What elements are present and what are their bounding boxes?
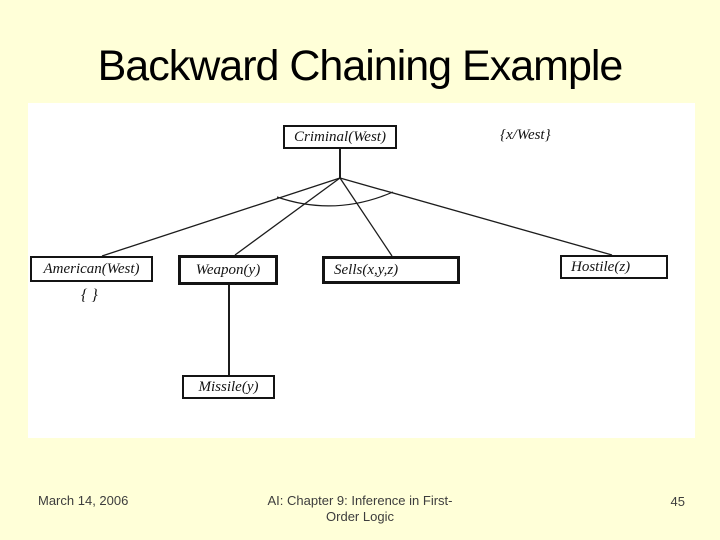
- node-sells-xyz-label: Sells(x,y,z): [334, 261, 399, 278]
- substitution-empty: { }: [81, 287, 98, 304]
- node-hostile-z: Hostile(z): [560, 255, 668, 279]
- node-missile-y: Missile(y): [182, 375, 275, 399]
- node-american-west-label: American(West): [43, 260, 140, 277]
- footer-title: AI: Chapter 9: Inference in First- Order…: [210, 493, 510, 525]
- proof-tree-edges: [101, 149, 613, 375]
- substitution-x-west: {x/West}: [500, 127, 551, 143]
- slide-number: 45: [670, 494, 685, 509]
- edge-junction-to-weapon: [234, 177, 341, 256]
- node-criminal-west: Criminal(West): [283, 125, 397, 149]
- node-sells-xyz: Sells(x,y,z): [322, 256, 460, 284]
- edge-junction-to-hostile: [339, 177, 613, 256]
- diagram-canvas: Criminal(West) {x/West} American(West) {…: [28, 103, 695, 438]
- edge-junction-to-sells: [339, 177, 393, 257]
- node-missile-y-label: Missile(y): [198, 378, 259, 395]
- node-weapon-y: Weapon(y): [178, 255, 278, 285]
- node-american-west: American(West): [30, 256, 153, 282]
- node-weapon-y-label: Weapon(y): [195, 261, 261, 278]
- slide-title: Backward Chaining Example: [97, 42, 624, 90]
- node-criminal-west-label: Criminal(West): [294, 128, 386, 145]
- and-arc: [276, 191, 394, 207]
- node-hostile-z-label: Hostile(z): [571, 258, 631, 275]
- footer-date: March 14, 2006: [38, 493, 129, 508]
- footer-title-line2: Order Logic: [326, 509, 394, 524]
- footer-title-line1: AI: Chapter 9: Inference in First-: [267, 493, 453, 508]
- edge-junction-to-american: [101, 177, 341, 257]
